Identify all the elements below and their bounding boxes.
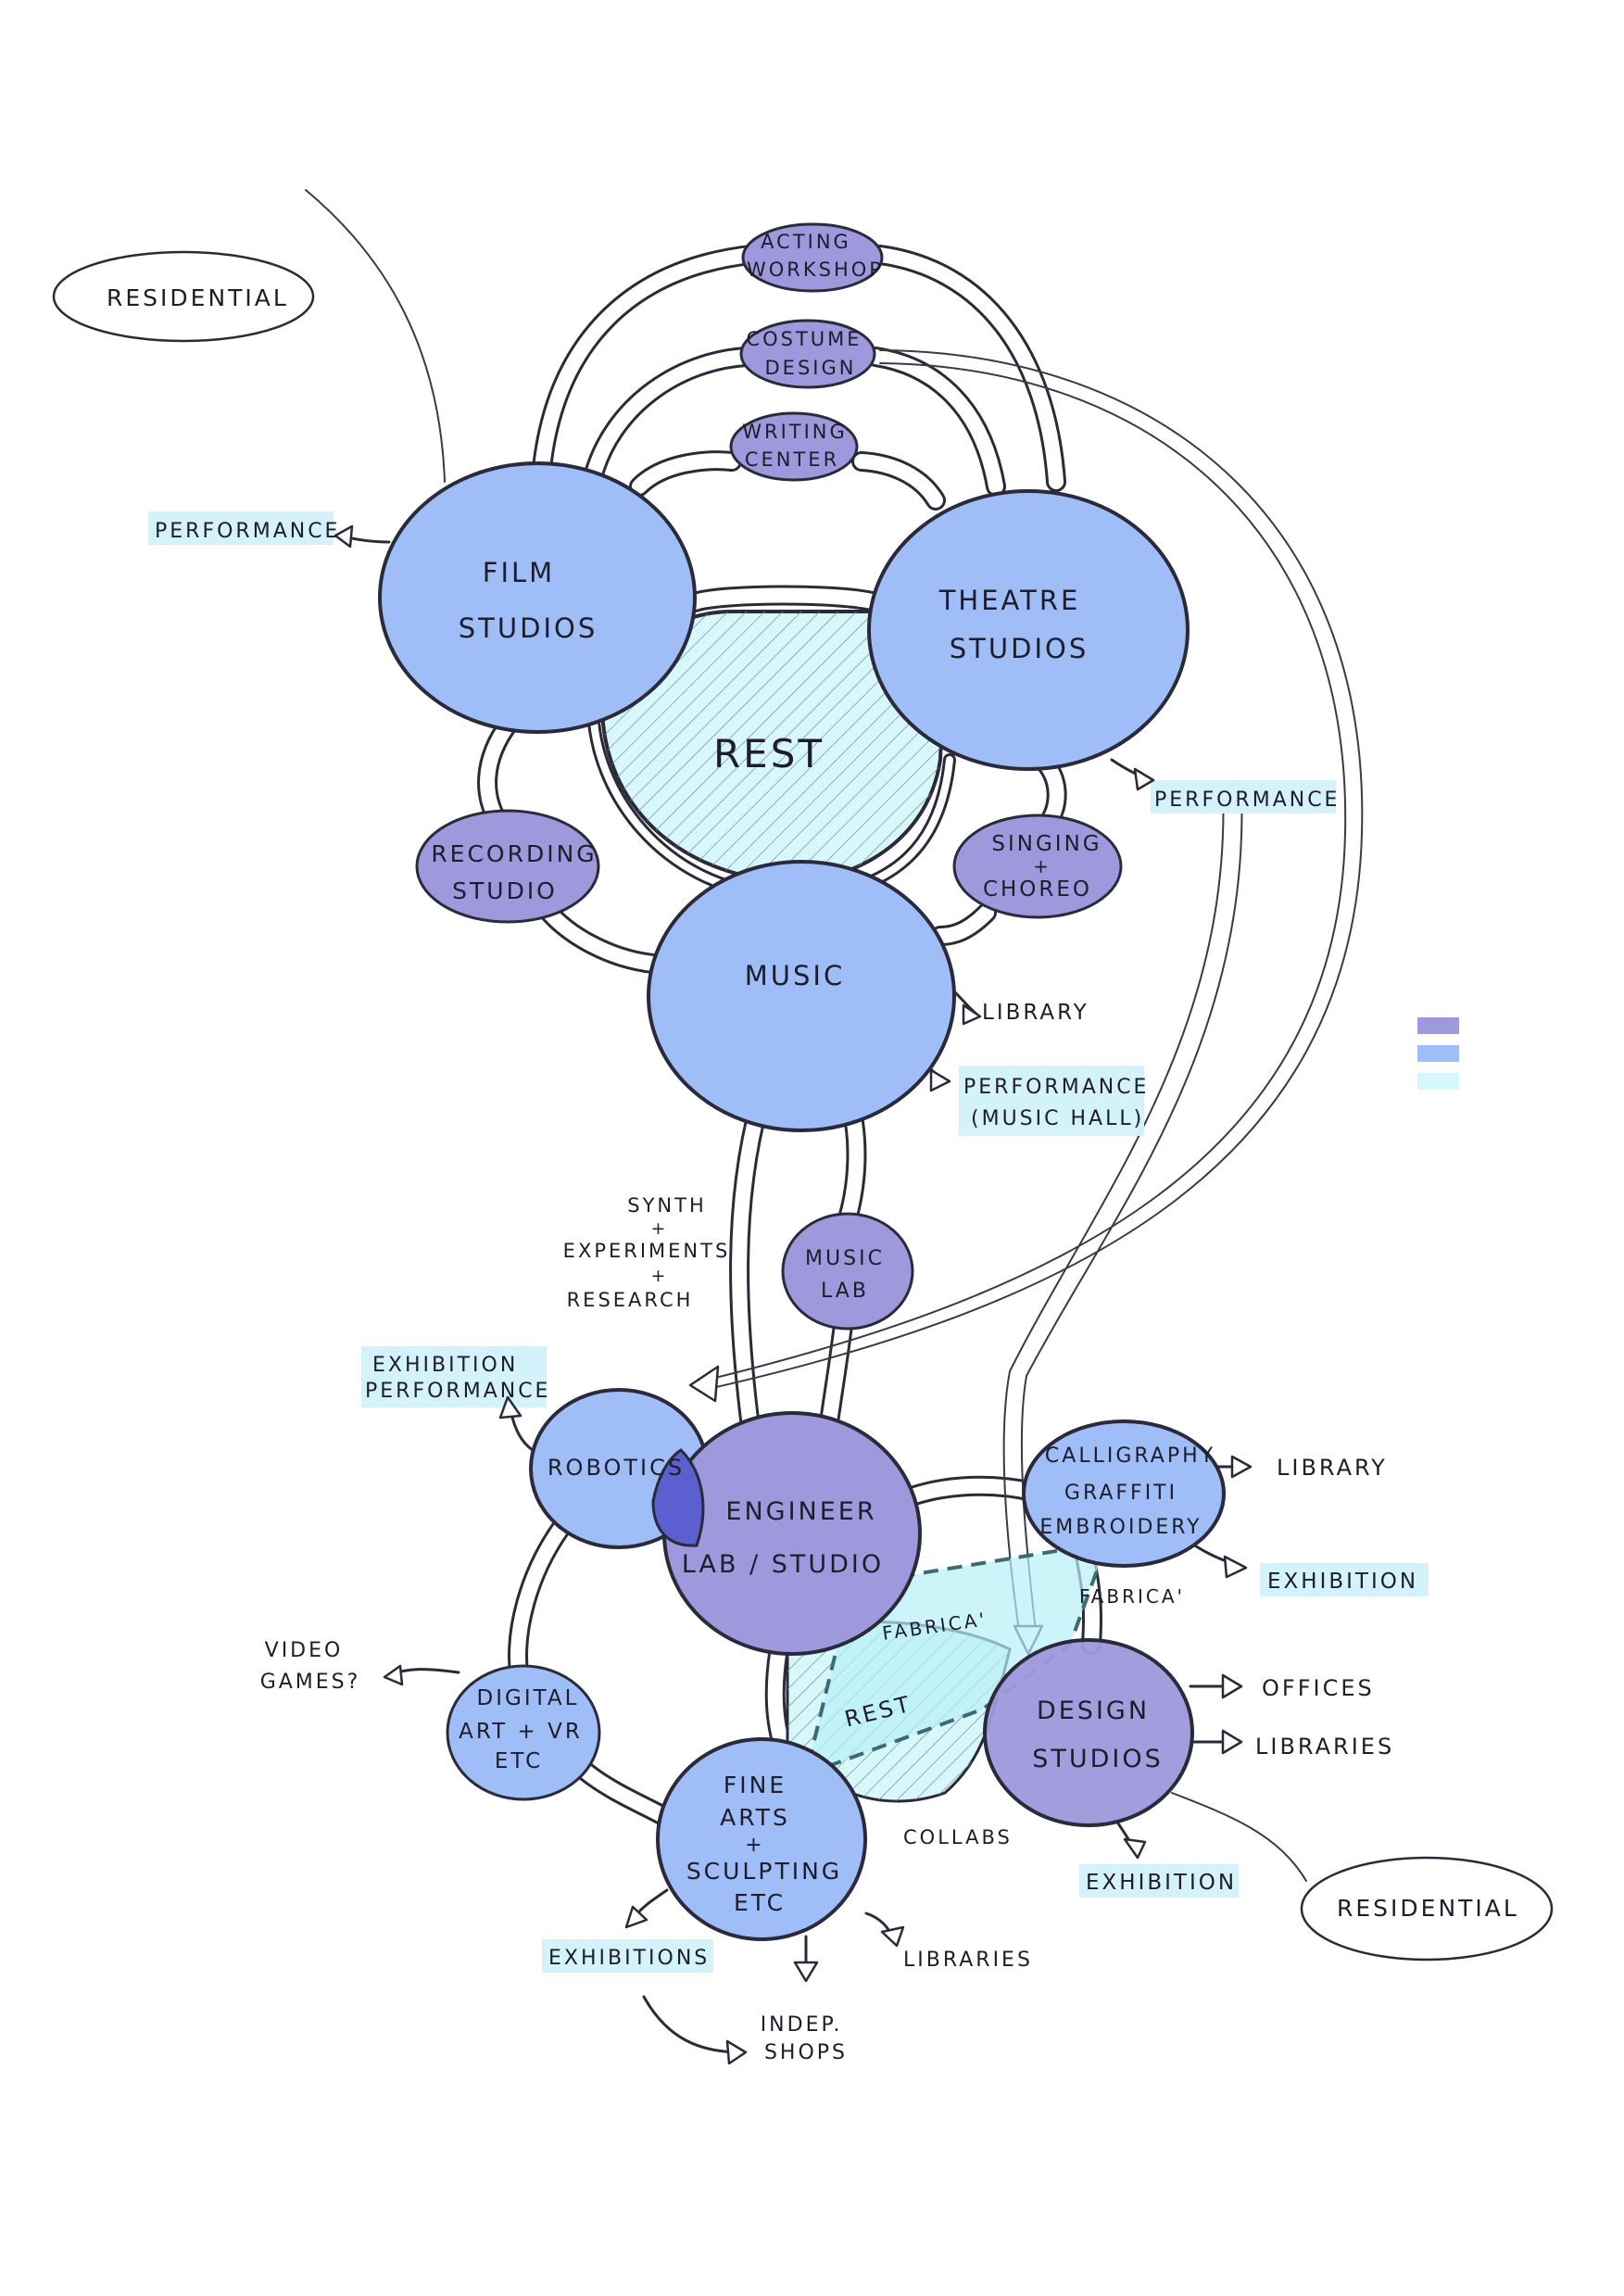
synth-line-2: + <box>651 1218 669 1239</box>
synth-line-5: RESEARCH <box>567 1289 694 1311</box>
film-label-2: STUDIOS <box>459 612 598 644</box>
rest-top-label: REST <box>713 731 825 776</box>
robotics-label: ROBOTICS <box>548 1455 685 1481</box>
writing-center-node: WRITING CENTER <box>729 411 859 482</box>
residential-bottom-label: RESIDENTIAL <box>1337 1895 1519 1922</box>
fine-label-1: FINE <box>724 1772 787 1798</box>
recording-label-1: RECORDING <box>431 840 597 867</box>
tag-exhibition-performance-1: EXHIBITION <box>372 1354 518 1377</box>
design-label-2: STUDIOS <box>1032 1745 1164 1773</box>
digital-label-2: ART + VR <box>459 1720 583 1744</box>
writing-label-2: CENTER <box>745 448 839 471</box>
video-games-line-2: GAMES? <box>260 1671 361 1694</box>
residential-top: RESIDENTIAL <box>52 250 315 343</box>
synth-line-1: SYNTH <box>627 1194 707 1217</box>
engineer-label-1: ENGINEER <box>725 1497 876 1526</box>
acting-label-1: ACTING <box>761 231 851 253</box>
library-music-label: LIBRARY <box>982 1001 1089 1025</box>
music-node: MUSIC <box>647 860 956 1132</box>
digital-art-node: DIGITAL ART + VR ETC <box>446 1664 601 1801</box>
costume-label-2: DESIGN <box>765 357 857 379</box>
offices-label: OFFICES <box>1262 1675 1375 1701</box>
theatre-studios-node: THEATRE STUDIOS <box>867 489 1190 771</box>
tag-exhibition-design-text: EXHIBITION <box>1086 1871 1237 1895</box>
video-games-label: VIDEO GAMES? <box>260 1639 361 1694</box>
music-lab-label-1: MUSIC <box>805 1247 885 1270</box>
calligraphy-label-1: CALLIGRAPHY <box>1045 1444 1215 1468</box>
tag-exhibitions-fine: EXHIBITIONS <box>542 1939 713 1973</box>
calligraphy-label-2: GRAFFITI <box>1064 1482 1177 1505</box>
fabrica-outer-label: FABRICA' <box>1079 1585 1185 1608</box>
writing-label-1: WRITING <box>742 421 848 443</box>
residential-top-label: RESIDENTIAL <box>107 284 289 311</box>
tag-performance-music: PERFORMANCE (MUSIC HALL) <box>959 1066 1149 1136</box>
acting-label-2: WORKSHOP <box>747 259 884 281</box>
legend-swatch-cyan <box>1417 1073 1459 1090</box>
tag-exhibition-design: EXHIBITION <box>1079 1864 1239 1898</box>
film-studios-node: FILM STUDIOS <box>378 461 697 734</box>
tag-exhibition-callig: EXHIBITION <box>1260 1563 1429 1596</box>
arrow-tips <box>334 524 1253 2065</box>
legend <box>1417 1017 1459 1090</box>
rest-zone-top: REST <box>586 610 956 901</box>
tag-performance-left: PERFORMANCE <box>148 511 340 545</box>
music-label: MUSIC <box>745 960 845 991</box>
indep-line-2: SHOPS <box>764 2041 848 2064</box>
engineer-label-2: LAB / STUDIO <box>682 1550 884 1579</box>
calligraphy-node: CALLIGRAPHY GRAFFITI EMBROIDERY <box>1022 1419 1226 1568</box>
design-label-1: DESIGN <box>1037 1697 1150 1725</box>
fine-arts-node: FINE ARTS + SCULPTING ETC <box>656 1737 867 1941</box>
legend-swatch-blue <box>1417 1045 1459 1062</box>
synth-line-4: + <box>651 1266 669 1286</box>
tag-performance-music-2: (MUSIC HALL) <box>971 1107 1144 1130</box>
calligraphy-label-3: EMBROIDERY <box>1039 1516 1202 1539</box>
legend-swatch-purple <box>1417 1017 1459 1034</box>
tag-performance-left-text: PERFORMANCE <box>155 520 340 543</box>
indep-shops-label: INDEP. SHOPS <box>761 2013 848 2064</box>
digital-label-3: ETC <box>495 1749 543 1773</box>
tag-performance-right-text: PERFORMANCE <box>1154 788 1340 812</box>
digital-label-1: DIGITAL <box>477 1686 580 1710</box>
tag-performance-right: PERFORMANCE <box>1151 780 1340 814</box>
rest-zone-bottom: REST FABRICA' <box>786 1540 1111 1803</box>
tag-performance-music-1: PERFORMANCE <box>963 1076 1149 1099</box>
video-games-line-1: VIDEO <box>265 1639 344 1662</box>
synth-label: SYNTH + EXPERIMENTS + RESEARCH <box>563 1194 731 1311</box>
fine-label-2: ARTS <box>720 1804 790 1831</box>
residential-bottom: RESIDENTIAL <box>1300 1856 1554 1962</box>
acting-workshop-node: ACTING WORKSHOP <box>741 222 884 293</box>
singing-label-3: CHOREO <box>983 877 1092 902</box>
library-callig-label: LIBRARY <box>1277 1455 1388 1481</box>
recording-label-2: STUDIO <box>452 877 558 904</box>
costume-design-node: COSTUME DESIGN <box>739 319 876 389</box>
libraries-fine-label: LIBRARIES <box>903 1949 1033 1972</box>
recording-studio-node: RECORDING STUDIO <box>415 809 600 924</box>
theatre-label-2: STUDIOS <box>950 633 1089 664</box>
fine-label-4: SCULPTING <box>686 1858 842 1885</box>
tag-exhibition-callig-text: EXHIBITION <box>1267 1570 1418 1594</box>
music-lab-label-2: LAB <box>821 1280 869 1303</box>
collabs-label: COLLABS <box>903 1826 1013 1848</box>
indep-line-1: INDEP. <box>761 2013 843 2037</box>
music-lab-node: MUSIC LAB <box>781 1212 914 1331</box>
singing-choreo-node: SINGING + CHOREO <box>952 814 1123 919</box>
singing-label-1: SINGING <box>991 832 1102 856</box>
theatre-label-1: THEATRE <box>938 585 1081 616</box>
tag-exhibition-performance-2: PERFORMANCE <box>365 1380 550 1403</box>
fine-label-3: + <box>745 1834 764 1857</box>
fine-label-5: ETC <box>734 1889 786 1916</box>
connection-bands <box>477 245 1103 1831</box>
libraries-design-label: LIBRARIES <box>1255 1734 1394 1760</box>
robotics-arrowhead <box>688 1365 720 1403</box>
tag-exhibitions-fine-text: EXHIBITIONS <box>548 1947 710 1970</box>
engineer-lab-node: ENGINEER LAB / STUDIO <box>651 1411 922 1656</box>
costume-label-1: COSTUME <box>746 328 862 350</box>
film-label-1: FILM <box>483 557 555 588</box>
singing-label-2: + <box>1033 855 1051 877</box>
synth-line-3: EXPERIMENTS <box>563 1240 731 1262</box>
design-studios-node: DESIGN STUDIOS <box>983 1638 1194 1827</box>
tag-exhibition-performance: EXHIBITION PERFORMANCE <box>361 1346 550 1407</box>
